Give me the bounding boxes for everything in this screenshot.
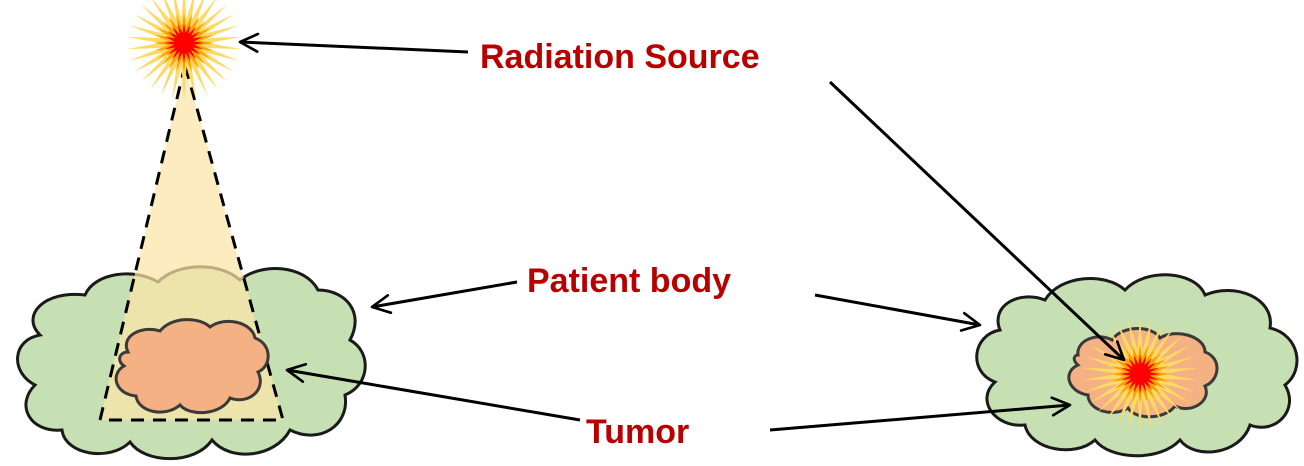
patient-body-label: Patient body bbox=[527, 262, 731, 300]
arrow-source-to-right-burst bbox=[830, 82, 1124, 360]
radiation-source-label: Radiation Source bbox=[480, 38, 760, 76]
arrow-source-to-left-burst bbox=[240, 42, 468, 52]
arrow-body-to-right bbox=[815, 295, 980, 325]
tumor-left bbox=[116, 320, 268, 413]
tumor-label: Tumor bbox=[586, 413, 689, 451]
radiation-burst-icon bbox=[126, 0, 241, 101]
arrow-body-to-left bbox=[372, 282, 517, 307]
